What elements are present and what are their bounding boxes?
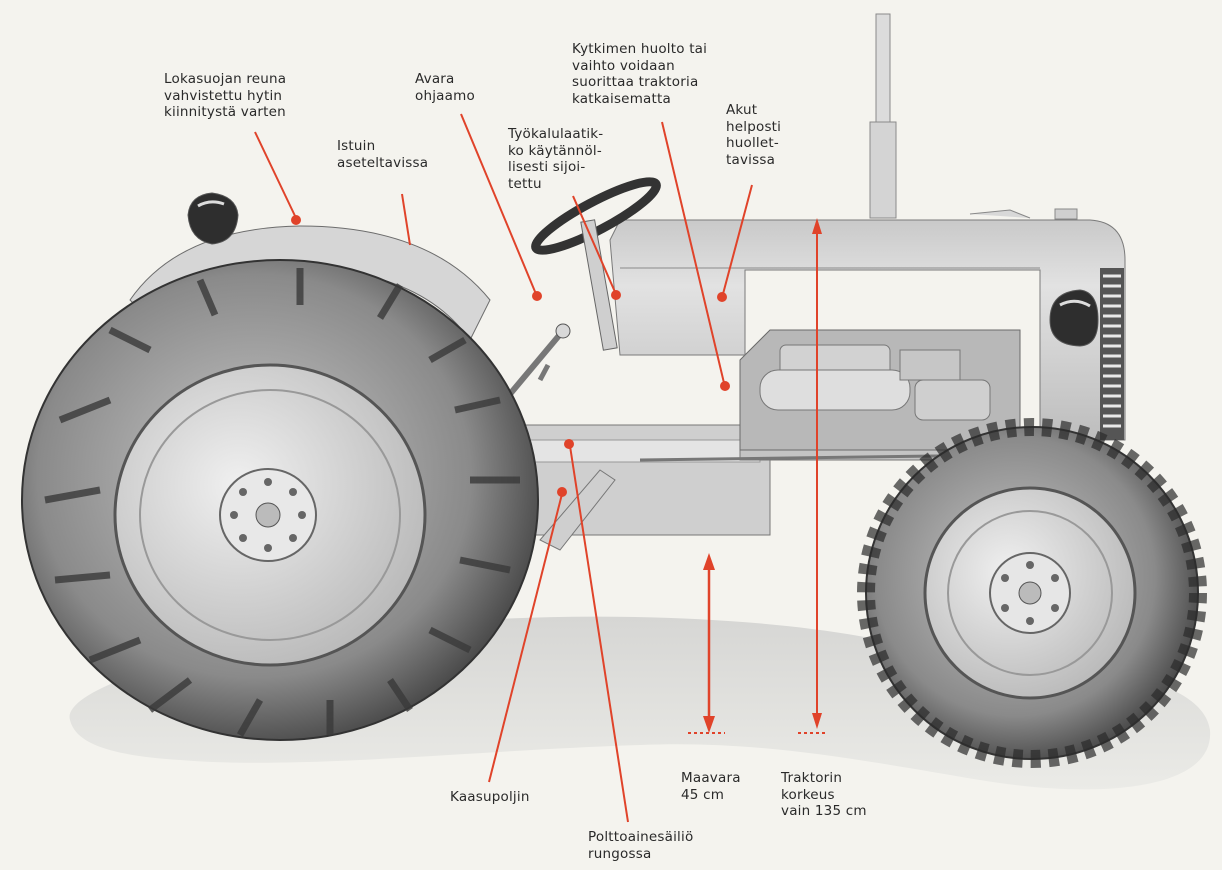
annotation-leaders	[254, 113, 753, 823]
dot-cab	[532, 291, 542, 301]
leader-fuel-tank	[569, 445, 629, 823]
label-seat: Istuin aseteltavissa	[337, 138, 429, 171]
throttle-pedal	[539, 469, 616, 551]
leader-cab	[460, 113, 537, 295]
dot-throttle	[557, 487, 567, 497]
rear-lamp	[187, 192, 239, 245]
measure-tractor-height	[798, 218, 825, 734]
front-wheel	[857, 418, 1207, 768]
leader-throttle	[488, 493, 563, 783]
label-clutch: Kytkimen huolto tai vaihto voidaan suori…	[572, 41, 708, 107]
exhaust-pipe	[869, 13, 897, 219]
leader-seat	[401, 193, 411, 246]
leader-clutch	[661, 121, 725, 384]
dot-clutch	[720, 381, 730, 391]
label-fuel-tank: Polttoainesäiliö rungossa	[588, 829, 694, 862]
label-tractor-height: Traktorin korkeus vain 135 cm	[781, 770, 867, 819]
measure-ground-clearance	[688, 553, 725, 734]
gear-levers	[502, 323, 571, 402]
hood	[609, 208, 1126, 441]
dot-fender	[291, 215, 301, 225]
label-fender: Lokasuojan reuna vahvistettu hytin kiinn…	[164, 71, 287, 120]
steering-wheel	[531, 177, 661, 351]
label-toolbox: Työkalulaatik- ko käytännöl- lisesti sij…	[508, 126, 604, 192]
headlamp-front	[1049, 289, 1099, 347]
label-ground-clearance: Maavara 45 cm	[681, 770, 741, 803]
dot-toolbox	[611, 290, 621, 300]
leader-battery	[722, 184, 753, 295]
label-battery: Akut helposti huollet- tavissa	[726, 102, 782, 168]
label-throttle: Kaasupoljin	[450, 789, 530, 805]
leader-fender	[254, 131, 297, 219]
rear-wheel	[21, 259, 539, 741]
radiator-grille	[1100, 268, 1124, 440]
label-cab: Avara ohjaamo	[415, 71, 475, 104]
leader-toolbox	[572, 195, 616, 293]
dot-fuel-tank	[564, 439, 574, 449]
dot-battery	[717, 292, 727, 302]
